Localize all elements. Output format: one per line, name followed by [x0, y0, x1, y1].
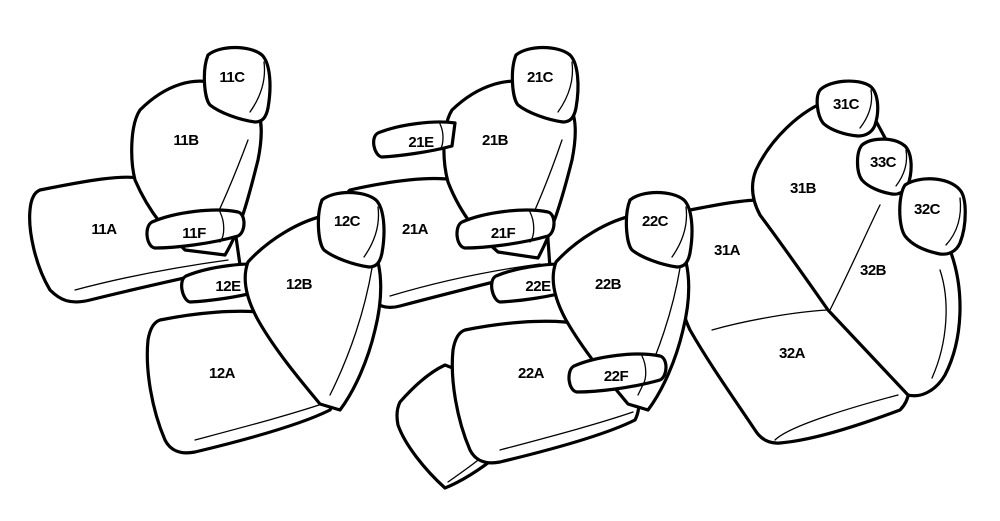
label-12c: 12C: [334, 213, 361, 230]
seat-22: 22A 22B 22C 22E 22F: [395, 190, 694, 490]
label-21a: 21A: [402, 221, 429, 238]
label-21f: 21F: [491, 225, 516, 242]
seat-22f-armrest: [567, 352, 668, 394]
seat-3x: 31A 31B 31C 32A 32B 32C 33C: [670, 79, 967, 445]
seat-12c-headrest: [316, 190, 386, 269]
label-22e: 22E: [525, 278, 551, 295]
label-21b: 21B: [482, 132, 509, 149]
label-31c: 31C: [833, 96, 860, 113]
label-22f: 22F: [604, 368, 629, 385]
seat-12: 12A 12B 12C 12E: [145, 190, 386, 455]
seat-11: 11A 11B 11C 11F: [28, 45, 272, 304]
label-11c: 11C: [219, 69, 245, 86]
label-21c: 21C: [527, 69, 554, 86]
label-11a: 11A: [91, 221, 117, 238]
label-31a: 31A: [714, 242, 741, 259]
label-11f: 11F: [182, 225, 206, 242]
seat-22c-headrest: [624, 190, 694, 269]
label-32b: 32B: [860, 262, 887, 279]
label-12b: 12B: [286, 276, 313, 293]
label-22a: 22A: [518, 365, 545, 382]
seat-31c-headrest: [815, 79, 880, 138]
seat-11c-headrest: [202, 45, 272, 124]
label-21e: 21E: [408, 134, 434, 151]
label-12a: 12A: [209, 365, 236, 382]
seat-21f-armrest: [455, 208, 556, 250]
label-32c: 32C: [914, 201, 941, 218]
seat-21c-headrest: [510, 45, 580, 124]
label-22c: 22C: [642, 213, 669, 230]
label-31b: 31B: [790, 180, 817, 197]
label-12e: 12E: [215, 278, 241, 295]
seat-21e-armrest: [372, 120, 457, 159]
seat-11f-armrest: [145, 208, 246, 250]
label-11b: 11B: [173, 132, 199, 149]
label-33c: 33C: [870, 154, 897, 171]
seat-32c-headrest: [898, 177, 967, 256]
label-32a: 32A: [779, 345, 806, 362]
label-22b: 22B: [595, 276, 622, 293]
